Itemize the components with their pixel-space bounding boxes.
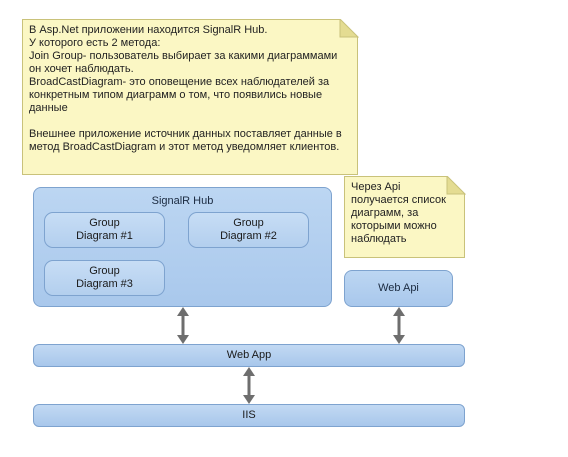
group-1-line1: Group [89, 217, 120, 229]
group-1-line2: Diagram #1 [76, 230, 133, 242]
note-line-4: BroadCastDiagram- это оповещение всех на… [29, 76, 330, 114]
web-app-label: Web App [226, 349, 272, 361]
group-2-line1: Group [233, 217, 264, 229]
main-note-fold-icon [339, 19, 359, 38]
note-line-5: Внешнее приложение источник данных поста… [29, 128, 342, 153]
group-diagram-2: Group Diagram #2 [188, 212, 309, 248]
api-note-text: Через Api получается список диаграмм, за… [351, 181, 446, 245]
signalr-hub-title: SignalR Hub [151, 195, 214, 207]
group-diagram-1: Group Diagram #1 [44, 212, 165, 248]
note-line-3: Join Group- пользователь выбирает за как… [29, 50, 338, 75]
web-api-box: Web Api [344, 270, 453, 307]
web-api-label: Web Api [378, 282, 419, 294]
group-3-line2: Diagram #3 [76, 278, 133, 290]
group-2-line2: Diagram #2 [220, 230, 277, 242]
api-note: Через Api получается список диаграмм, за… [344, 176, 465, 258]
arrow-webapp-iis [243, 367, 255, 404]
main-note: В Asp.Net приложении находится SignalR H… [22, 19, 358, 175]
arrow-hub-webapp [177, 307, 189, 344]
web-app-bar: Web App [33, 344, 465, 367]
iis-bar: IIS [33, 404, 465, 427]
iis-label: IIS [242, 409, 256, 421]
note-line-1: В Asp.Net приложении находится SignalR H… [29, 24, 268, 36]
note-line-2: У которого есть 2 метода: [29, 37, 161, 49]
api-note-fold-icon [446, 176, 466, 195]
arrow-webapi-webapp [393, 307, 405, 344]
group-diagram-3: Group Diagram #3 [44, 260, 165, 296]
group-3-line1: Group [89, 265, 120, 277]
